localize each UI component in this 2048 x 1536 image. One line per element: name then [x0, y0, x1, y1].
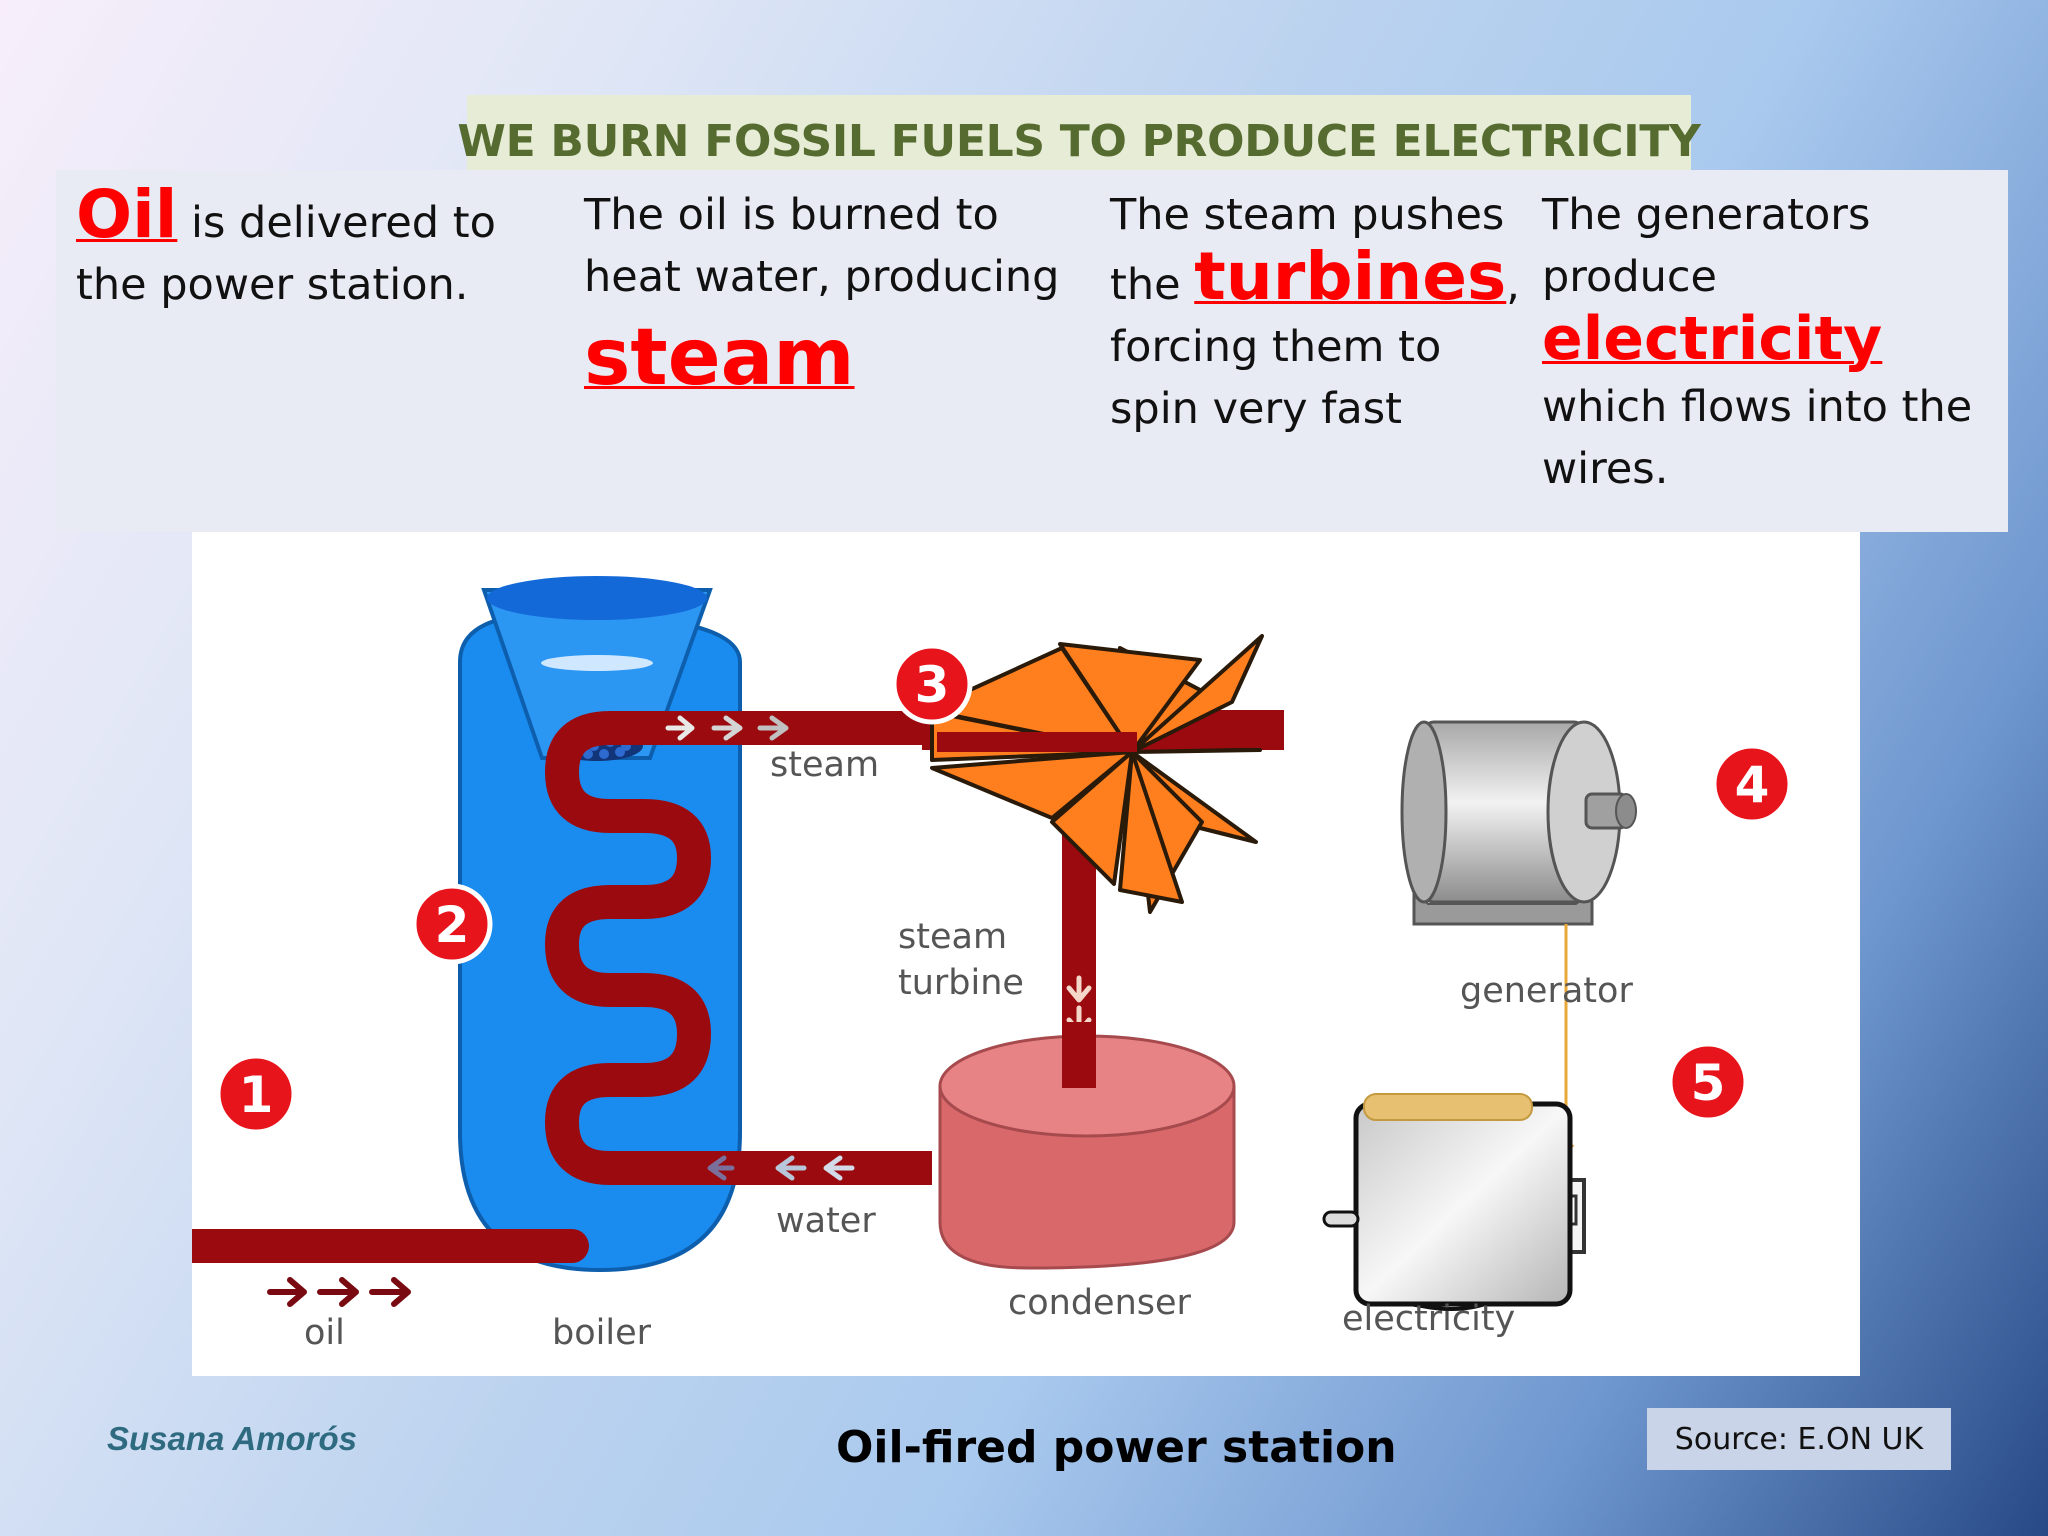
author-credit: Susana Amorós	[107, 1420, 358, 1457]
svg-text:5: 5	[1691, 1054, 1726, 1112]
keyword-steam: steam	[584, 313, 855, 403]
water-flow-arrows	[707, 1155, 855, 1181]
step-4-rest: which flows into the wires.	[1542, 382, 1973, 494]
label-generator: generator	[1460, 971, 1633, 1011]
label-electricity: electricity	[1342, 1299, 1515, 1339]
svg-text:1: 1	[239, 1066, 274, 1124]
step-2-text: The oil is burned to heat water, produci…	[584, 184, 1104, 408]
steam-turbine	[924, 634, 1264, 914]
keyword-electricity: electricity	[1542, 304, 1883, 374]
marker-2: 2	[411, 883, 493, 965]
svg-text:3: 3	[915, 656, 950, 714]
oil-flow-arrows	[267, 1277, 411, 1307]
label-condenser: condenser	[1008, 1283, 1192, 1323]
svg-text:2: 2	[435, 896, 470, 954]
step-3-lead: The steam pushes the	[1110, 190, 1505, 310]
marker-1: 1	[215, 1053, 297, 1135]
label-steam-turbine-1: steam	[898, 917, 1007, 957]
title-banner: WE BURN FOSSIL FUELS TO PRODUCE ELECTRIC…	[457, 95, 1701, 173]
keyword-turbines: turbines	[1194, 238, 1507, 315]
condenser-inlet	[1062, 1022, 1096, 1088]
source-badge: Source: E.ON UK	[1647, 1408, 1951, 1470]
steps-panel: Oil is delivered to the power station. T…	[56, 170, 2008, 532]
step-3-rest: , forcing them to spin very fast	[1110, 260, 1520, 434]
label-boiler: boiler	[552, 1313, 652, 1353]
step-1-rest: is delivered to the power station.	[76, 198, 496, 310]
steam-flow-arrows	[665, 715, 789, 741]
marker-4: 4	[1711, 743, 1793, 825]
step-4-text: The generators produce electricity which…	[1542, 184, 2002, 500]
marker-3: 3	[891, 643, 973, 725]
step-1-text: Oil is delivered to the power station.	[76, 182, 556, 316]
label-oil: oil	[304, 1313, 345, 1353]
source-text: Source: E.ON UK	[1674, 1421, 1924, 1457]
boiler-coil	[545, 711, 711, 1185]
keyword-oil: Oil	[76, 176, 178, 253]
label-steam-turbine-2: turbine	[898, 963, 1024, 1003]
slide-title: WE BURN FOSSIL FUELS TO PRODUCE ELECTRIC…	[457, 115, 1701, 167]
label-steam: steam	[770, 745, 879, 785]
marker-5: 5	[1667, 1041, 1749, 1123]
power-station-diagram: steam steam turbine generator condenser …	[175, 532, 1860, 1376]
step-3-text: The steam pushes the turbines, forcing t…	[1110, 184, 1530, 440]
diagram-caption: Oil-fired power station	[836, 1422, 1397, 1473]
label-water: water	[776, 1201, 876, 1241]
generator	[1400, 720, 1637, 926]
step-4-lead: The generators produce	[1542, 190, 1871, 302]
toaster-icon	[1322, 1093, 1573, 1307]
condenser	[938, 1034, 1236, 1270]
svg-text:4: 4	[1735, 756, 1770, 814]
step-2-lead: The oil is burned to heat water, produci…	[584, 190, 1060, 302]
